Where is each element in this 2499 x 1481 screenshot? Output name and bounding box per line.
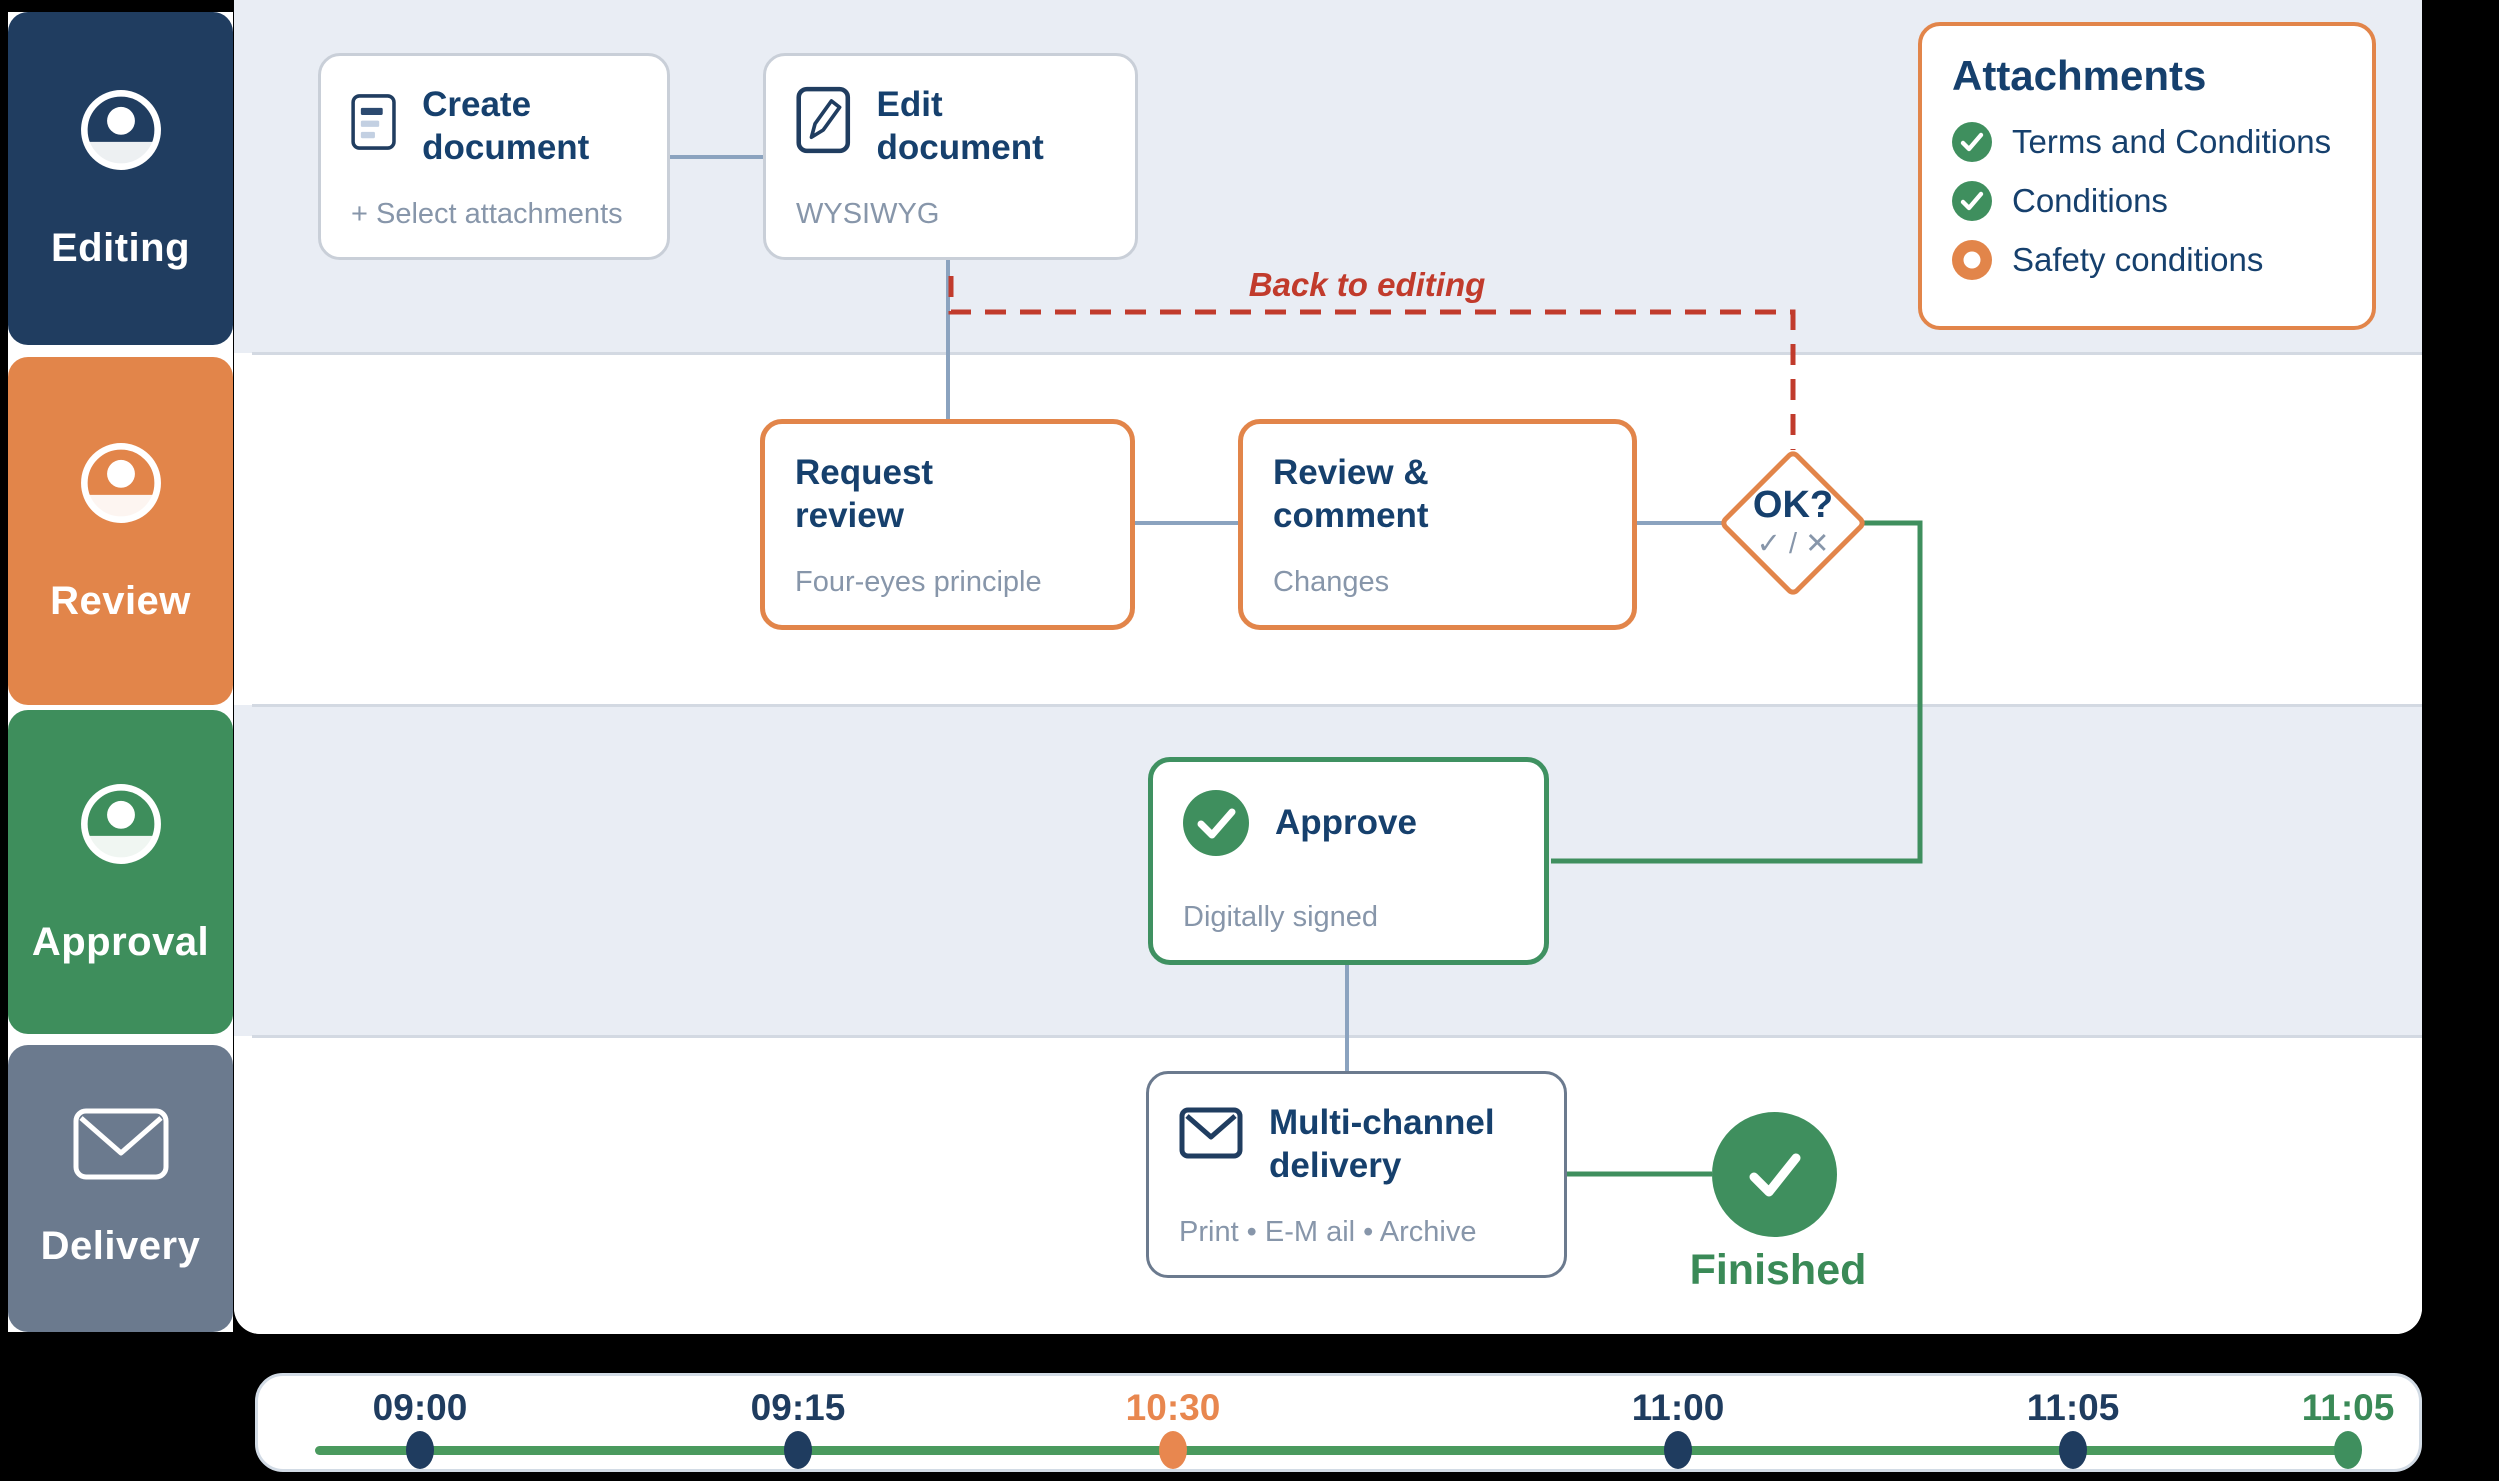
person-icon <box>80 90 161 170</box>
document-lines-icon <box>351 94 396 150</box>
node-title: Approve <box>1275 802 1417 842</box>
timeline-tick-current: 10:30 <box>1093 1376 1253 1469</box>
timeline-time: 11:05 <box>2026 1387 2120 1428</box>
attachment-item: Safety conditions <box>1952 240 2342 280</box>
back-to-editing-label: Back to editing <box>1248 266 1486 303</box>
dot-circle-icon <box>1952 240 1992 280</box>
attachments-panel: Attachments Terms and Conditions Conditi… <box>1918 22 2376 330</box>
timeline-time: 11:05 <box>2301 1387 2395 1428</box>
timeline-tick-end: 11:05 <box>2268 1376 2428 1469</box>
check-circle-icon <box>1952 122 1992 162</box>
attachments-title: Attachments <box>1952 52 2207 99</box>
attachment-label: Conditions <box>2012 182 2168 219</box>
lane-label: Editing <box>50 226 191 270</box>
timeline-bar: 09:00 09:15 10:30 11:00 11:05 11:05 <box>255 1373 2422 1472</box>
node-review-comment: Review & comment Changes <box>1238 419 1637 630</box>
node-request-review: Request review Four-eyes principle <box>760 419 1135 630</box>
person-icon <box>80 783 161 864</box>
attachment-item: Conditions <box>1952 181 2342 221</box>
lane-divider <box>252 1035 2422 1038</box>
timeline-tick: 11:00 <box>1598 1376 1758 1469</box>
pencil-icon <box>796 86 851 154</box>
person-icon <box>80 442 161 523</box>
timeline-time: 09:15 <box>750 1387 846 1428</box>
envelope-icon <box>1179 1107 1243 1159</box>
node-subtitle: Digitally signed <box>1183 901 1379 933</box>
lane-tab-review: Review <box>8 357 233 705</box>
node-create-document: Create document + Select attachments <box>318 53 670 260</box>
timeline-tick: 09:15 <box>718 1376 878 1469</box>
check-circle-icon <box>1183 790 1249 856</box>
check-icon <box>1749 1153 1800 1196</box>
node-subtitle: Four-eyes principle <box>795 566 1042 598</box>
attachment-label: Terms and Conditions <box>2012 123 2332 160</box>
timeline-dot <box>2334 1431 2362 1469</box>
finished-label: Finished <box>1689 1246 1867 1294</box>
decision-title: OK? <box>1752 484 1834 527</box>
timeline-dot <box>2059 1431 2087 1469</box>
node-approve: Approve Digitally signed <box>1148 757 1549 965</box>
node-title: Multi-channel delivery <box>1269 1103 1495 1185</box>
lane-tab-editing: Editing <box>8 12 233 345</box>
timeline-dot <box>1664 1431 1692 1469</box>
attachment-label: Safety conditions <box>2012 241 2264 278</box>
timeline-time: 09:00 <box>372 1387 468 1428</box>
node-subtitle: Changes <box>1273 566 1390 598</box>
check-circle-icon <box>1952 181 1992 221</box>
attachment-item: Terms and Conditions <box>1952 122 2342 162</box>
finished-check-circle <box>1712 1112 1837 1237</box>
node-title: Create document <box>422 85 590 167</box>
lane-divider <box>252 704 2422 707</box>
lane-tab-delivery: Delivery <box>8 1045 233 1332</box>
node-subtitle: WYSIWYG <box>796 198 940 230</box>
node-edit-document: Edit document WYSIWYG <box>763 53 1138 260</box>
timeline-dot <box>1159 1431 1187 1469</box>
lane-label: Delivery <box>40 1224 201 1268</box>
timeline-time: 11:00 <box>1631 1387 1725 1428</box>
node-title: Edit document <box>876 85 1044 167</box>
lane-label: Review <box>50 578 191 623</box>
lane-divider <box>252 352 2422 355</box>
node-title: Review & comment <box>1273 453 1429 535</box>
decision-subtitle: ✓ / ✕ <box>1756 527 1830 560</box>
timeline-tick: 09:00 <box>340 1376 500 1469</box>
timeline-dot <box>406 1431 434 1469</box>
timeline-tick: 11:05 <box>1993 1376 2153 1469</box>
node-multichannel-delivery: Multi-channel delivery Print • E-M ail •… <box>1146 1071 1567 1278</box>
node-subtitle: Print • E-M ail • Archive <box>1179 1216 1477 1248</box>
timeline-time: 10:30 <box>1125 1387 1221 1428</box>
node-ok-decision: OK? ✓ / ✕ <box>1718 448 1868 598</box>
timeline-dot <box>784 1431 812 1469</box>
lane-tab-approval: Approval <box>8 710 233 1034</box>
timeline-track <box>315 1446 2348 1455</box>
node-subtitle: + Select attachments <box>351 198 623 230</box>
lane-label: Approval <box>31 919 210 964</box>
envelope-icon <box>73 1108 168 1180</box>
node-title: Request review <box>795 453 934 535</box>
